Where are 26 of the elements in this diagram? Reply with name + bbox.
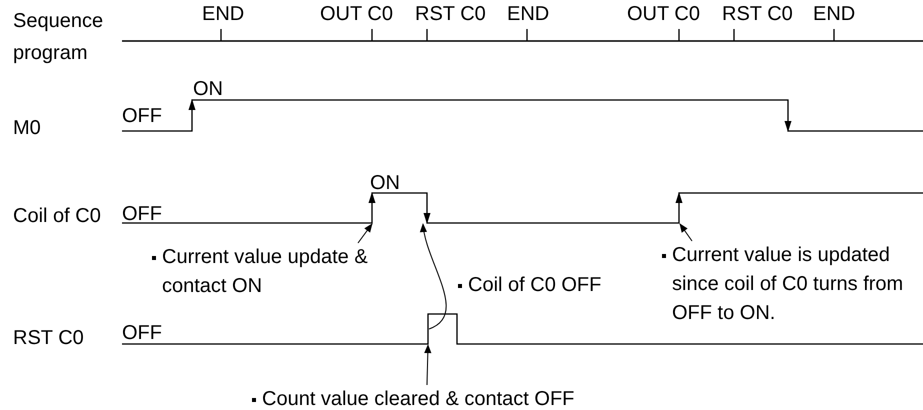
state-label: ON — [370, 173, 400, 193]
curved-arrow — [420, 223, 447, 330]
signal-label: Coil of C0 — [13, 206, 101, 226]
leader-line — [424, 344, 432, 386]
timing-waveform — [122, 192, 923, 224]
annotation-text: Current value is updated since coil of C0 turns from OFF to ON. — [672, 243, 904, 326]
signal-label: Sequence program — [13, 9, 104, 66]
signal-label: OFF — [122, 204, 162, 224]
leader-line — [358, 223, 373, 244]
signal-label: OFF — [122, 323, 162, 343]
annotation-text: Count value cleared & contact OFF — [262, 387, 574, 410]
signal-label: OUT C0 — [627, 4, 700, 24]
timing-waveform — [122, 99, 923, 132]
signal-label: RST C0 — [415, 4, 486, 24]
signal-label: END — [202, 4, 244, 24]
signal-label: OUT C0 — [320, 4, 393, 24]
annotation-text: Coil of C0 OFF — [468, 273, 602, 298]
leader-line — [679, 223, 692, 242]
signal-label: M0 — [13, 118, 41, 138]
signal-label: OFF — [122, 106, 162, 126]
signal-label: END — [813, 4, 856, 24]
annotation-text: Current value update & contact ON — [162, 245, 369, 299]
signal-label: RST C0 — [722, 4, 793, 24]
signal-label: RST C0 — [13, 328, 84, 348]
state-label: ON — [193, 79, 223, 99]
signal-label: END — [507, 4, 550, 24]
